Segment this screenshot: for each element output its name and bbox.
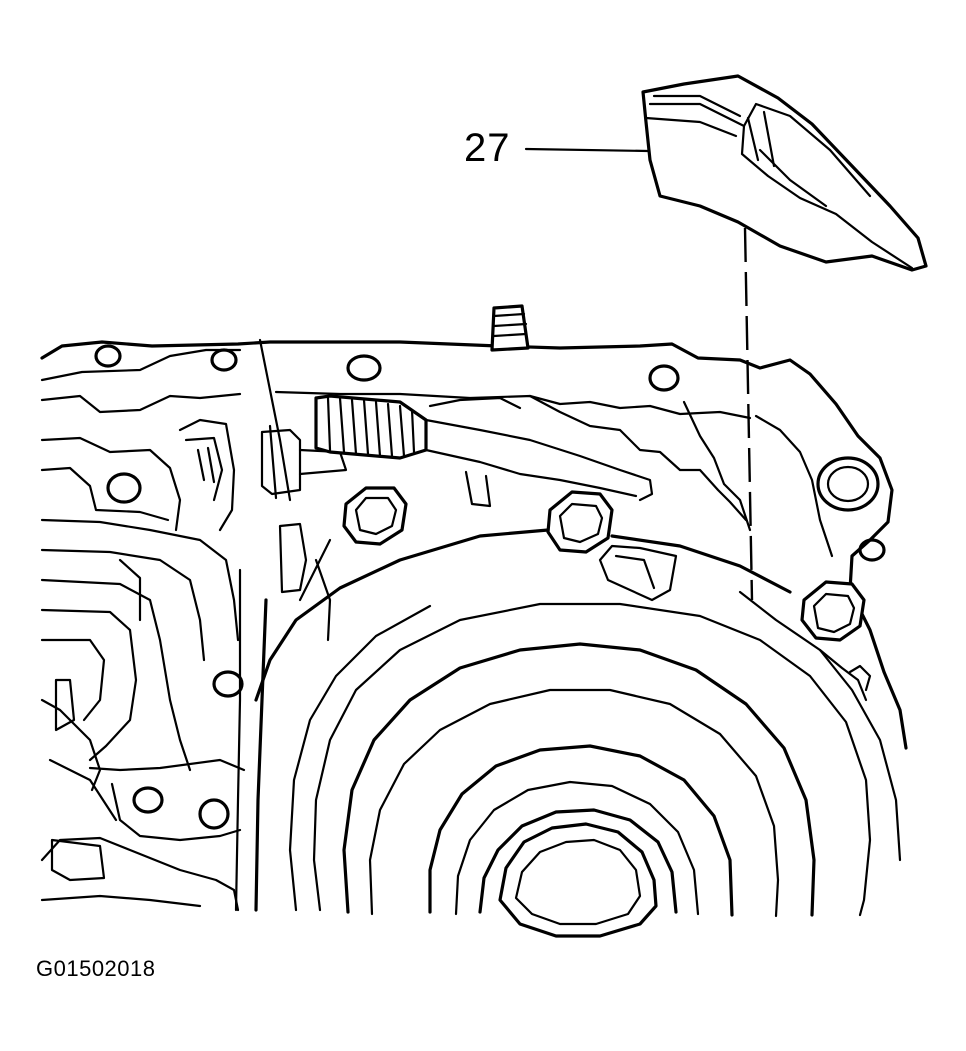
- housing-edges: [234, 522, 332, 912]
- figure-id: G01502018: [36, 956, 156, 981]
- bolt-center: [546, 490, 614, 554]
- alignment-dashed-line: [743, 227, 754, 601]
- bolt-right: [800, 580, 866, 642]
- housing-holes: [94, 344, 886, 830]
- callout-number-27: 27: [464, 126, 511, 170]
- valve-body-passages: [40, 392, 246, 912]
- spring-valve-assembly: [260, 394, 654, 508]
- top-stud: [490, 304, 530, 352]
- part-27-cover: [641, 74, 928, 272]
- pump-housing: [254, 528, 902, 938]
- callout-leader-line: [524, 147, 650, 153]
- bracket-tab: [598, 544, 678, 602]
- valve-body-housing: [40, 338, 908, 750]
- bolt-left: [342, 486, 408, 546]
